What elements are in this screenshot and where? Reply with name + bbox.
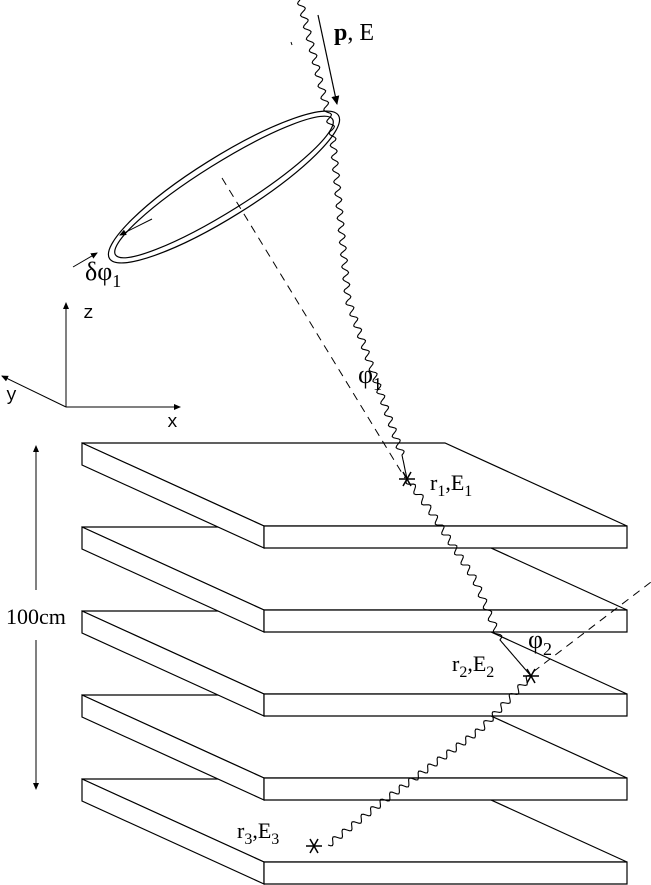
plate-4 [81,694,628,801]
hit-label-3: r3,E3 [237,818,279,848]
momentum-symbol: p [334,20,347,46]
angle-label-phi1: φ1 [358,360,382,394]
ring-width-label: δφ1 [85,257,121,291]
plate-3 [81,610,628,717]
plate-5 [81,778,628,885]
hit-label-1: r1,E1 [430,470,472,500]
plate-1 [81,442,628,549]
cherenkov-ring [107,110,341,264]
stack-height-label: 100cm [6,604,66,629]
hit-marker-1 [399,471,415,487]
stray-tick [290,41,293,46]
axis-label-y: y [6,386,17,406]
hit-marker-2 [523,668,539,684]
axis-label-x: x [167,413,178,433]
dashed-line-phi2 [532,581,651,673]
hit-marker-3 [306,838,322,854]
hit-label-2: r2,E2 [452,651,494,681]
coordinate-axes [1,302,181,410]
ring-width-pointer [72,252,98,268]
dashed-line-phi1 [221,177,406,479]
angle-label-phi2: φ2 [528,625,552,659]
momentum-energy-label: p, E [334,20,374,46]
plate-2 [81,526,628,633]
plate-stack [81,442,628,885]
axis-label-z: z [83,304,94,324]
energy-text: , E [347,20,374,46]
momentum-arrow [317,14,340,105]
